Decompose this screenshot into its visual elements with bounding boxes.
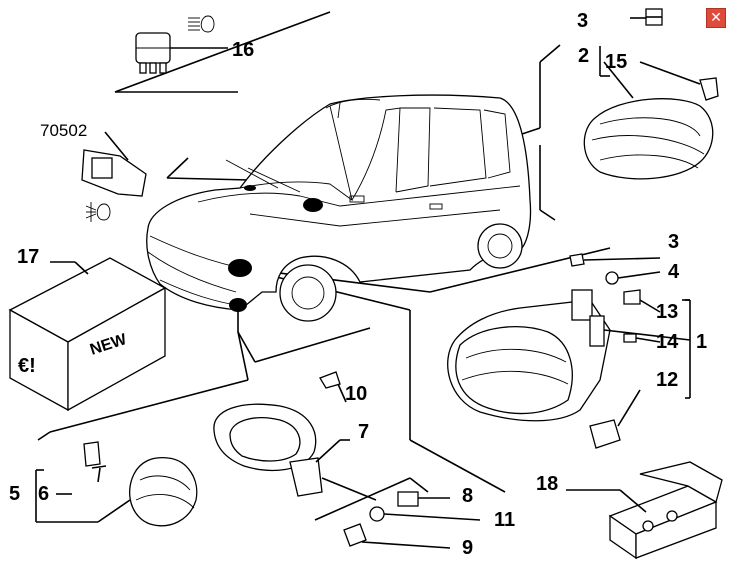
callout-12: 12 <box>656 369 678 391</box>
part-6-bulb <box>83 441 107 483</box>
callout-6: 6 <box>38 483 49 505</box>
callout-18: 18 <box>536 473 558 495</box>
marker-dot-rear-lamp <box>229 298 247 312</box>
part-9-clip <box>343 523 451 549</box>
part-16-relay <box>135 15 228 74</box>
part-11-washer <box>369 506 481 522</box>
part-7-bezel <box>213 403 377 501</box>
callout-15: 15 <box>605 51 627 73</box>
marker-dot-fog-lamp <box>228 259 252 277</box>
callout-4: 4 <box>668 261 680 283</box>
part-17-box: NEW €! <box>8 257 167 412</box>
part-5-lamp <box>35 456 198 527</box>
callout-17: 17 <box>17 246 39 268</box>
part-14-bulb <box>623 333 661 343</box>
callout-9: 9 <box>462 537 473 559</box>
headlight-symbol-icon <box>188 15 215 33</box>
callout-3-top: 3 <box>577 10 588 32</box>
callout-5: 5 <box>9 483 20 505</box>
callout-11: 11 <box>494 509 515 531</box>
part-18-bulb-kit <box>566 461 723 560</box>
part-15-fog-lamp-front <box>583 46 719 180</box>
part-1-fog-lamp <box>447 289 691 422</box>
callout-13: 13 <box>656 301 678 323</box>
part-12-connector <box>589 389 641 449</box>
callout-3-mid: 3 <box>668 231 679 253</box>
part-10-screw <box>319 371 347 403</box>
fog-light-symbol-icon <box>85 202 111 222</box>
part-3-screw-mid <box>569 253 661 267</box>
part-3-screw-top <box>630 8 663 26</box>
part-4-washer <box>605 271 661 285</box>
callout-10: 10 <box>345 383 367 405</box>
callout-16: 16 <box>232 39 254 61</box>
part-8-bolt <box>397 491 450 507</box>
part-13-bulb <box>623 289 690 313</box>
box-euro-text: €! <box>18 355 36 377</box>
callout-labels: 70502 16 3 2 15 17 3 4 13 14 1 12 10 7 1… <box>9 10 707 559</box>
front-wheel <box>279 264 337 322</box>
rear-wheel <box>477 223 523 269</box>
callout-2: 2 <box>578 45 589 67</box>
callout-7: 7 <box>358 421 369 443</box>
part-70502-switch <box>81 131 147 222</box>
callout-1: 1 <box>696 331 707 353</box>
marker-dot-fog-switch <box>303 198 323 212</box>
car-illustration <box>146 94 532 322</box>
callout-8: 8 <box>462 485 473 507</box>
callout-70502: 70502 <box>40 121 87 140</box>
close-icon[interactable]: ✕ <box>706 8 726 28</box>
callout-14: 14 <box>656 331 679 353</box>
